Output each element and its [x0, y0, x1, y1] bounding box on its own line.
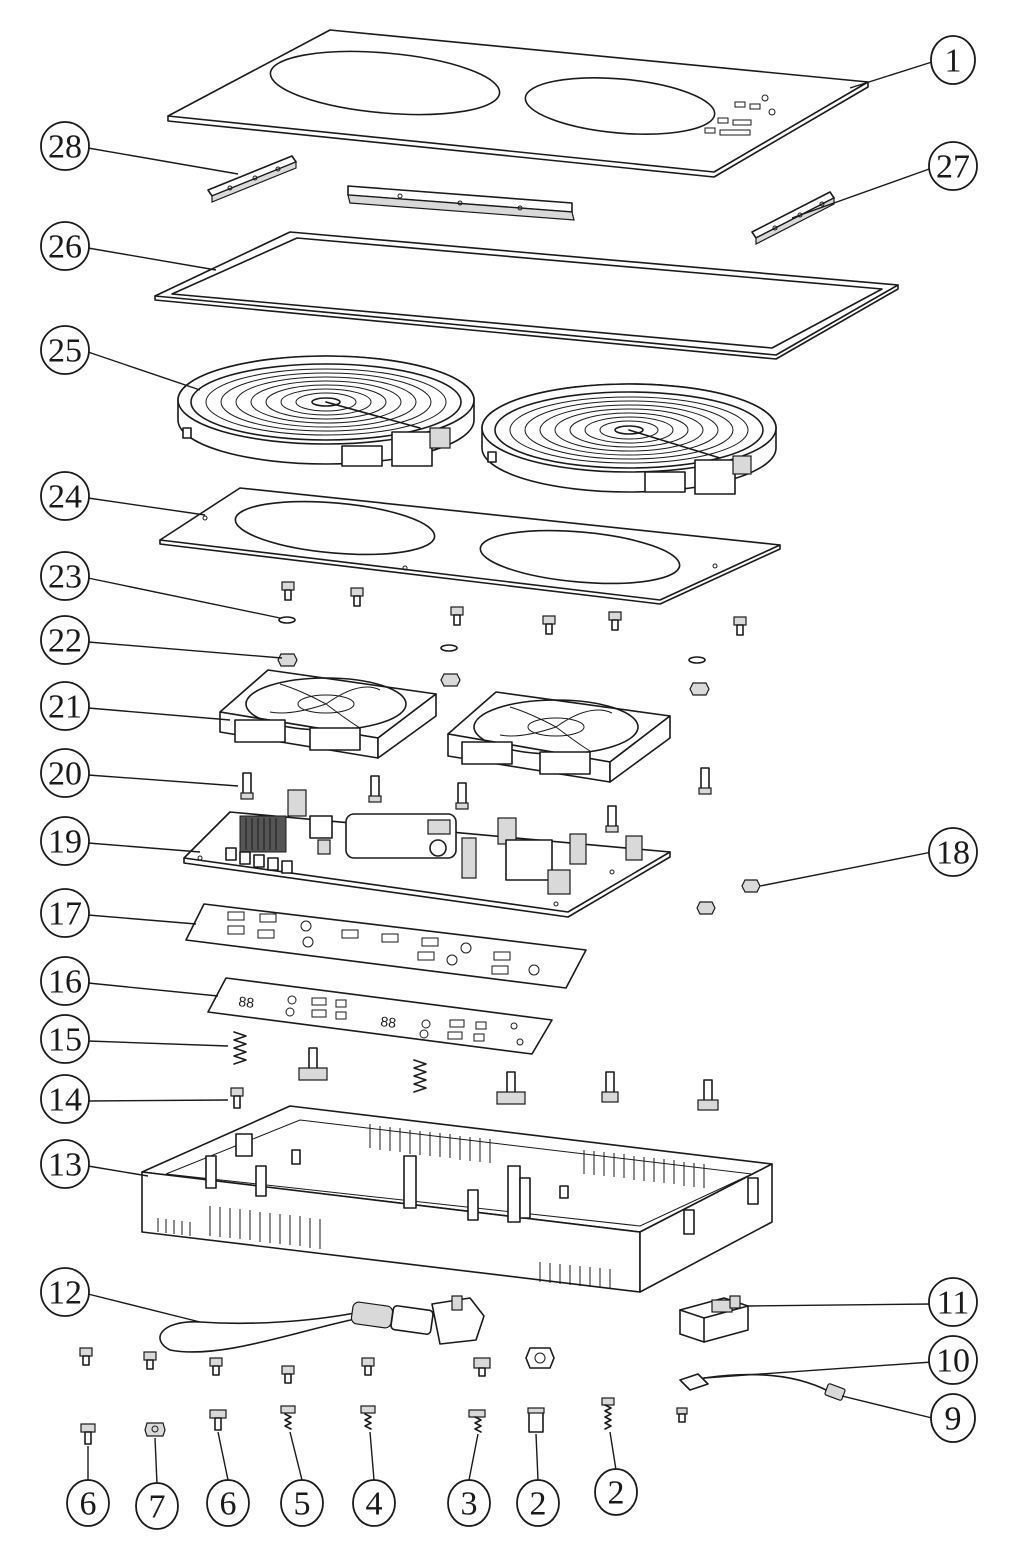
svg-text:7: 7 [149, 1489, 166, 1526]
part-12-power-cord [159, 1295, 485, 1353]
svg-text:28: 28 [48, 129, 82, 166]
callout-6-left: 6 [66, 1479, 110, 1527]
svg-text:12: 12 [48, 1275, 82, 1312]
part-20-standoffs [240, 767, 712, 833]
callout-7: 7 [135, 1482, 179, 1530]
svg-text:27: 27 [936, 149, 970, 186]
svg-text:22: 22 [48, 623, 82, 660]
svg-text:25: 25 [48, 333, 82, 370]
callout-27: 27 [928, 141, 978, 191]
callout-3: 3 [447, 1479, 491, 1527]
callout-18: 18 [928, 827, 978, 877]
callout-19: 19 [40, 816, 90, 866]
part-1-glass-cooktop [167, 29, 869, 178]
leader-lines [87, 61, 933, 1485]
part-9-connector [824, 1383, 846, 1401]
svg-text:19: 19 [48, 824, 82, 861]
part-19-main-pcb [183, 789, 671, 918]
svg-text:23: 23 [48, 559, 82, 596]
svg-text:10: 10 [936, 1343, 970, 1380]
svg-text:1: 1 [945, 43, 962, 80]
callout-10: 10 [928, 1335, 978, 1385]
part-25-radiant-heater-left [177, 355, 475, 467]
callout-2-right: 2 [594, 1468, 638, 1516]
svg-text:4: 4 [366, 1486, 383, 1523]
svg-text:24: 24 [48, 479, 82, 516]
callout-13: 13 [40, 1139, 90, 1189]
screws-upper-row [79, 1347, 688, 1423]
svg-text:21: 21 [48, 689, 82, 726]
part-15-springs [233, 1031, 719, 1111]
callout-22: 22 [40, 615, 90, 665]
part-21-fan-left [219, 669, 437, 759]
svg-text:16: 16 [48, 964, 82, 1001]
callout-17: 17 [40, 888, 90, 938]
svg-text:6: 6 [220, 1486, 237, 1523]
callout-26: 26 [40, 221, 90, 271]
svg-text:11: 11 [937, 1285, 970, 1322]
callout-4: 4 [352, 1479, 396, 1527]
callout-24: 24 [40, 471, 90, 521]
part-24-insulation-plate [159, 487, 781, 605]
svg-text:20: 20 [48, 756, 82, 793]
part-23-screws [278, 581, 747, 664]
callout-14: 14 [40, 1074, 90, 1124]
part-11-terminal-block [679, 1295, 749, 1343]
svg-text:9: 9 [945, 1401, 962, 1438]
callout-2-left: 2 [516, 1479, 560, 1527]
part-18-nut [696, 879, 761, 915]
svg-text:26: 26 [48, 229, 82, 266]
callout-21: 21 [40, 681, 90, 731]
svg-text:2: 2 [608, 1475, 625, 1512]
part-21-fan-right [447, 691, 671, 783]
svg-text:18: 18 [936, 835, 970, 872]
svg-text:5: 5 [294, 1486, 311, 1523]
part-17-control-panel [185, 903, 587, 989]
callout-6-right: 6 [206, 1479, 250, 1527]
svg-text:15: 15 [48, 1022, 82, 1059]
callout-1: 1 [930, 35, 976, 85]
svg-text:13: 13 [48, 1147, 82, 1184]
part-16-display-board: 88 88 [207, 977, 553, 1055]
svg-text:2: 2 [530, 1486, 547, 1523]
callout-23: 23 [40, 551, 90, 601]
part-25-radiant-heater-right [481, 383, 777, 495]
screws-lower-row [80, 1397, 615, 1445]
part-13-bottom-housing [141, 1105, 773, 1293]
part-10-wire [679, 1373, 831, 1393]
callout-16: 16 [40, 956, 90, 1006]
callout-20: 20 [40, 748, 90, 798]
svg-text:3: 3 [461, 1486, 478, 1523]
callout-9: 9 [930, 1393, 976, 1443]
svg-text:17: 17 [48, 896, 82, 933]
part-26-gasket-frame [154, 231, 899, 360]
callout-15: 15 [40, 1014, 90, 1064]
callout-5: 5 [280, 1479, 324, 1527]
svg-text:6: 6 [80, 1486, 97, 1523]
part-middle-bracket [347, 185, 575, 221]
part-28-left-bracket [207, 155, 297, 203]
callout-28: 28 [40, 121, 90, 171]
right-seven-seg-display: 88 [380, 1013, 398, 1031]
svg-text:14: 14 [48, 1082, 82, 1119]
callout-11: 11 [928, 1277, 978, 1327]
part-22-nuts [277, 653, 710, 696]
callout-12: 12 [40, 1267, 90, 1317]
left-seven-seg-display: 88 [238, 993, 256, 1011]
callout-25: 25 [40, 325, 90, 375]
part-14-screw [230, 1087, 244, 1109]
